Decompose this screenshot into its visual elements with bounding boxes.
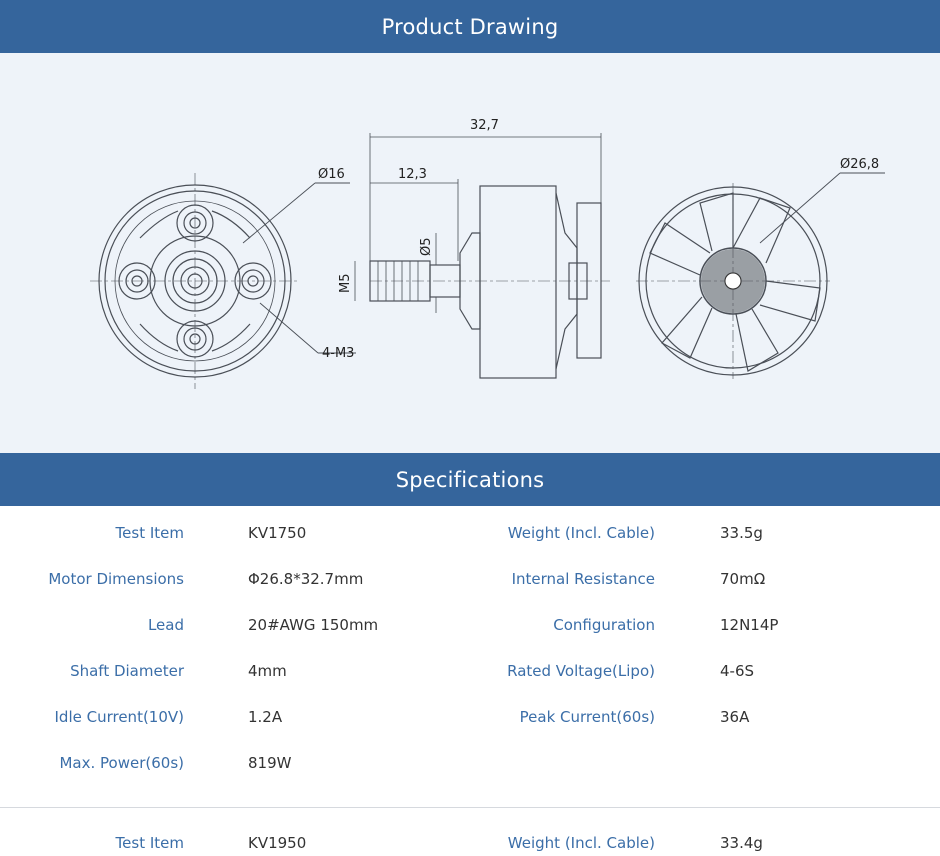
spec-label: Shaft Diameter: [70, 662, 184, 680]
spec-row: Motor Dimensions Φ26.8*32.7mm Internal R…: [0, 552, 940, 598]
spec-label: Weight (Incl. Cable): [507, 524, 655, 542]
product-drawing-header: Product Drawing: [0, 0, 940, 53]
spec-label: Peak Current(60s): [519, 708, 655, 726]
spec-row: Max. Power(60s) 819W: [0, 736, 940, 782]
motor-technical-drawing: Ø16 4-M3 32,7 12,3 Ø5 M5 Ø26,8: [90, 118, 885, 389]
spec-label: Test Item: [115, 834, 184, 852]
dim-m5: M5: [338, 274, 353, 294]
spec-label: Lead: [147, 616, 184, 634]
spec-label: Motor Dimensions: [48, 570, 184, 588]
spec-table: Test Item KV1750 Weight (Incl. Cable) 33…: [0, 506, 940, 782]
spec-value: 12N14P: [720, 616, 779, 634]
spec-value: 36A: [720, 708, 750, 726]
spec-value: 819W: [248, 754, 292, 772]
specifications-header: Specifications: [0, 453, 940, 506]
spec-value: KV1950: [248, 834, 307, 852]
dim-d5: Ø5: [419, 237, 434, 256]
product-drawing: Ø16 4-M3 32,7 12,3 Ø5 M5 Ø26,8: [0, 53, 940, 453]
spec-value: 33.5g: [720, 524, 763, 542]
spec-row: Idle Current(10V) 1.2A Peak Current(60s)…: [0, 690, 940, 736]
spec-label: Configuration: [553, 616, 655, 634]
spec-label: Test Item: [115, 524, 184, 542]
motor-side-view: [369, 185, 610, 379]
spec-value: 4-6S: [720, 662, 755, 680]
dim-d16: Ø16: [318, 167, 345, 182]
spec-label: Max. Power(60s): [59, 754, 184, 772]
spec-label: Internal Resistance: [511, 570, 655, 588]
table-divider: [0, 807, 940, 808]
spec-label: Weight (Incl. Cable): [507, 834, 655, 852]
spec-value: 70mΩ: [720, 570, 766, 588]
dim-m3: 4-M3: [322, 346, 354, 361]
dim-d268: Ø26,8: [840, 157, 879, 172]
spec-label: Idle Current(10V): [54, 708, 185, 726]
motor-bottom-view: [90, 173, 300, 389]
specifications-title: Specifications: [395, 467, 545, 492]
dim-length: 32,7: [470, 118, 499, 133]
spec-value: 1.2A: [248, 708, 283, 726]
product-drawing-title: Product Drawing: [381, 14, 559, 39]
spec-label: Rated Voltage(Lipo): [507, 662, 655, 680]
spec-row: Shaft Diameter 4mm Rated Voltage(Lipo) 4…: [0, 644, 940, 690]
spec-value: 20#AWG 150mm: [248, 616, 379, 634]
motor-top-view: [636, 183, 830, 379]
spec-row-partial: Test Item KV1950 Weight (Incl. Cable) 33…: [0, 826, 940, 856]
spec-value: 33.4g: [720, 834, 763, 852]
spec-row: Lead 20#AWG 150mm Configuration 12N14P: [0, 598, 940, 644]
spec-value: 4mm: [248, 662, 287, 680]
dim-shaft-length: 12,3: [398, 167, 427, 182]
spec-value: Φ26.8*32.7mm: [248, 570, 364, 588]
spec-row: Test Item KV1750 Weight (Incl. Cable) 33…: [0, 506, 940, 552]
spec-value: KV1750: [248, 524, 307, 542]
